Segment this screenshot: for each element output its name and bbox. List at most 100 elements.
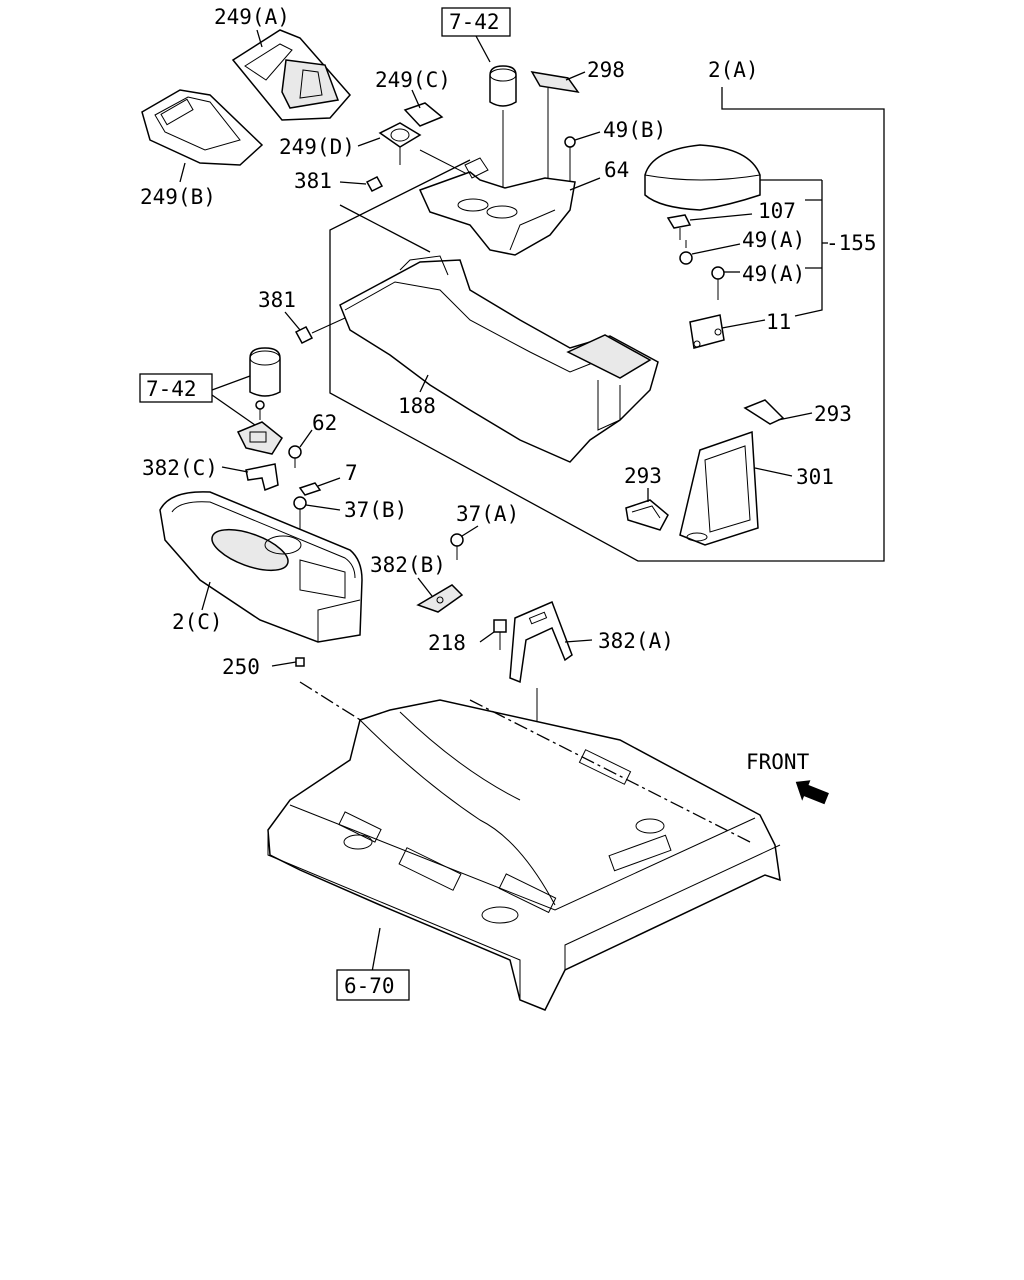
ref-box-742-top — [441, 7, 511, 37]
part-small-screw — [255, 400, 265, 420]
part-382b-bracket — [416, 584, 464, 613]
label-218: 218 — [428, 631, 466, 655]
part-382a-bracket — [509, 600, 573, 684]
leader-62 — [299, 429, 313, 448]
part-37a-screw — [450, 533, 464, 560]
leader-742-top — [475, 35, 491, 63]
leader-64 — [569, 177, 601, 191]
label-49a-1: 49(A) — [742, 228, 805, 252]
part-293-clip-top — [743, 399, 785, 425]
label-381-top: 381 — [294, 169, 332, 193]
leader-49b — [574, 131, 601, 141]
part-7-clip — [298, 482, 322, 496]
leader-250 — [271, 661, 297, 667]
part-249d-cup — [378, 122, 422, 148]
part-188-console-body — [339, 255, 659, 463]
part-2c-front-console — [159, 491, 363, 643]
label-249a: 249(A) — [214, 5, 290, 29]
label-37a: 37(A) — [456, 502, 519, 526]
label-249b: 249(B) — [140, 185, 216, 209]
label-301: 301 — [796, 465, 834, 489]
leader-218 — [479, 631, 495, 643]
leader-249a — [256, 29, 263, 48]
leader-107 — [689, 213, 753, 221]
label-381-mid: 381 — [258, 288, 296, 312]
part-249b-bezel — [141, 89, 264, 166]
leader-37b — [305, 504, 341, 511]
part-shifter-base — [236, 421, 283, 455]
label-2c: 2(C) — [172, 610, 223, 634]
label-298: 298 — [587, 58, 625, 82]
label-249d: 249(D) — [279, 135, 355, 159]
part-49a-screw-1 — [679, 240, 693, 265]
part-381-bolt-top — [365, 176, 384, 192]
part-62-screw — [288, 445, 302, 468]
leader-381-b — [284, 311, 301, 331]
label-742-left: 7-42 — [146, 377, 197, 401]
label-250: 250 — [222, 655, 260, 679]
part-298-strip — [530, 71, 580, 94]
leader-249c — [411, 89, 421, 109]
part-249c-pad — [403, 102, 444, 127]
part-shift-knob-top — [489, 65, 517, 107]
leader-742-left-a — [211, 375, 251, 391]
leader-7 — [317, 477, 341, 487]
leader-381-b-line — [311, 317, 346, 334]
leader-382b — [417, 577, 433, 597]
leader-37a — [461, 525, 479, 537]
leader-381-top — [339, 204, 431, 253]
label-2a: 2(A) — [708, 58, 759, 82]
ref-box-742-left — [139, 373, 213, 403]
part-382c-bracket — [245, 463, 279, 492]
label-188: 188 — [398, 394, 436, 418]
part-381-bolt-mid — [294, 326, 314, 344]
label-742-top: 7-42 — [449, 10, 500, 34]
part-49a-screw-2 — [711, 266, 725, 300]
label-670: 6-70 — [344, 974, 395, 998]
part-64-upper-panel — [418, 157, 576, 256]
part-250-clip — [295, 657, 305, 667]
part-301-side-panel — [679, 430, 759, 546]
leader-298 — [565, 71, 586, 81]
label-293-top: 293 — [814, 402, 852, 426]
leader-249d — [357, 137, 381, 147]
arrow-front-icon — [795, 780, 829, 805]
label-155: -155 — [826, 231, 877, 255]
leader-293-top — [777, 412, 813, 421]
leader-188 — [419, 374, 429, 393]
leader-49a-1 — [691, 243, 741, 255]
label-293-bot: 293 — [624, 464, 662, 488]
label-62: 62 — [312, 411, 337, 435]
part-shift-knob-left — [249, 347, 281, 397]
leader-742-left-b — [211, 394, 256, 426]
leader-301 — [754, 467, 793, 477]
part-11-hinge — [689, 314, 725, 349]
part-107-armrest — [644, 144, 761, 211]
label-382a: 382(A) — [598, 629, 674, 653]
label-382c: 382(C) — [142, 456, 218, 480]
label-107: 107 — [758, 199, 796, 223]
leader-382c — [221, 466, 249, 473]
label-7: 7 — [345, 461, 358, 485]
part-49b-screw — [564, 136, 576, 160]
part-293-clip-bottom — [625, 499, 669, 531]
label-64: 64 — [604, 158, 629, 182]
label-11: 11 — [766, 310, 791, 334]
group-2a-outline — [329, 87, 885, 562]
leader-11 — [721, 319, 766, 329]
label-front: FRONT — [746, 750, 810, 774]
bracket-155 — [794, 180, 823, 317]
part-218-bolt — [493, 619, 507, 650]
label-37b: 37(B) — [344, 498, 407, 522]
label-249c: 249(C) — [375, 68, 451, 92]
leader-249b — [179, 162, 186, 183]
part-floor-pan — [267, 699, 781, 1011]
label-49a-2: 49(A) — [742, 262, 805, 286]
leader-670 — [371, 927, 381, 973]
part-107-clip — [666, 214, 692, 240]
label-382b: 382(B) — [370, 553, 446, 577]
ref-box-670 — [336, 969, 410, 1001]
leader-2c — [201, 581, 211, 611]
leader-381-a — [339, 181, 367, 185]
